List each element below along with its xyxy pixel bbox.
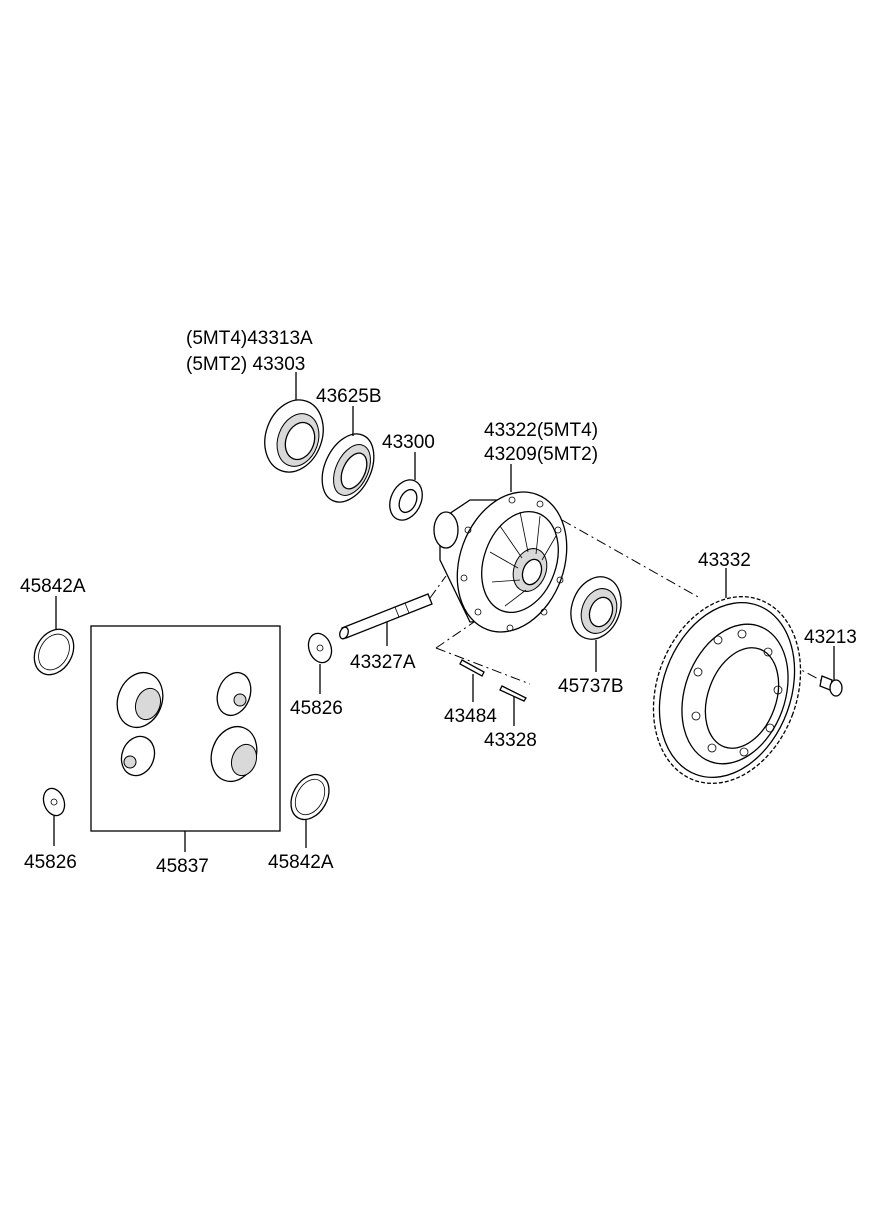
label-washer-small-center: 45826 bbox=[290, 698, 343, 719]
gear-set-box-45837 bbox=[90, 625, 281, 832]
label-case-line2: 43209(5MT2) bbox=[484, 444, 598, 465]
label-bolt: 43213 bbox=[804, 627, 857, 648]
label-bearing-race: 43625B bbox=[316, 386, 382, 407]
label-washer-right-bottom: 45842A bbox=[268, 852, 334, 873]
center-line-pin bbox=[435, 621, 475, 649]
seal-43300 bbox=[389, 479, 423, 521]
pinion-gear-upper-right bbox=[216, 671, 252, 717]
bearing-45737b bbox=[570, 576, 622, 640]
bearing-race-43625b bbox=[321, 433, 375, 503]
washer-45842a-left bbox=[33, 628, 75, 676]
washer-45842a-right bbox=[290, 773, 330, 821]
label-bearing-line2: (5MT2) 43303 bbox=[186, 354, 305, 375]
side-gear-upper-left bbox=[116, 671, 164, 729]
label-washer-left-bottom: 45826 bbox=[24, 852, 77, 873]
pin-43328 bbox=[499, 685, 527, 702]
label-seal: 43300 bbox=[382, 432, 435, 453]
label-ring-gear: 43332 bbox=[698, 550, 751, 571]
differential-case bbox=[433, 491, 568, 633]
pinion-gear-lower-left bbox=[120, 735, 156, 777]
washer-45826-left bbox=[42, 787, 66, 817]
center-line-shaft bbox=[429, 575, 447, 599]
side-gear-lower-right bbox=[210, 725, 258, 783]
label-bearing-right: 45737B bbox=[558, 676, 624, 697]
label-pin2: 43328 bbox=[484, 730, 537, 751]
label-case-line1: 43322(5MT4) bbox=[484, 420, 598, 441]
pin-43484 bbox=[459, 659, 485, 677]
label-washer-left-top: 45842A bbox=[20, 576, 86, 597]
bearing-43313a bbox=[264, 399, 324, 473]
label-shaft: 43327A bbox=[350, 652, 416, 673]
center-line-ring-gear bbox=[561, 519, 701, 599]
ring-gear-43332 bbox=[652, 596, 802, 784]
shaft-43327a bbox=[339, 593, 433, 640]
label-gear-set: 45837 bbox=[156, 856, 209, 877]
bolt-43213 bbox=[819, 675, 843, 697]
washer-45826-center bbox=[307, 632, 333, 664]
center-line-pin-row bbox=[435, 647, 531, 685]
label-bearing-line1: (5MT4)43313A bbox=[186, 328, 313, 349]
label-pin: 43484 bbox=[444, 706, 497, 727]
